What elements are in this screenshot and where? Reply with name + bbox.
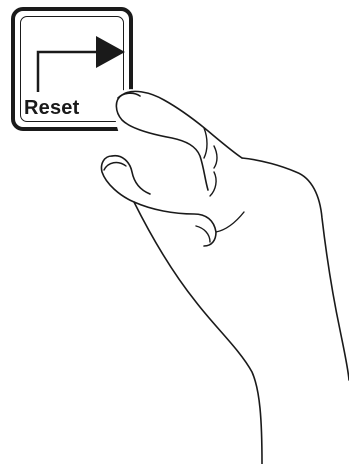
reset-illustration: Reset: [0, 0, 349, 464]
hand-pressing-key-icon: [0, 0, 349, 464]
